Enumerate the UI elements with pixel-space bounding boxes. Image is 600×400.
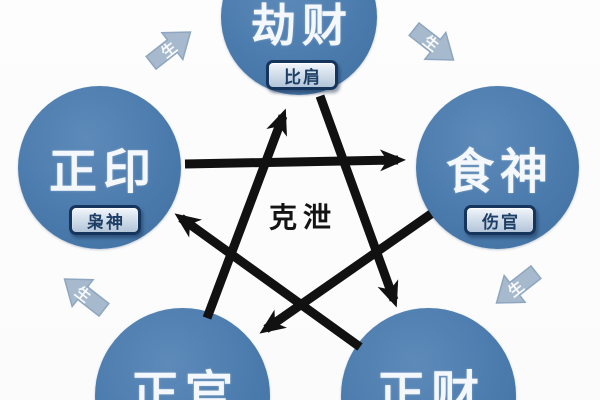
node-label-shishen: 食神: [445, 144, 554, 200]
badge-bijian: 比肩: [266, 60, 338, 90]
overcome-arrow-jiecai-to-zhengcai: [315, 94, 399, 308]
generate-arrow-shishen-to-zhengcai: 生: [495, 264, 542, 304]
overcome-arrow-zhengyin-to-shishen: [184, 149, 406, 172]
generate-arrow-zhengguan-to-zhengyin: 生: [63, 278, 110, 318]
block-arrow-ne-icon: [145, 31, 192, 71]
block-arrow-sw-icon: [495, 264, 542, 304]
badge-xiaoshen: 枭神: [69, 205, 141, 235]
overcome-arrow-zhengguan-to-jiecai: [202, 108, 288, 320]
badge-xiaoshen-label: 枭神: [87, 212, 125, 233]
node-label-zhengcai: 正财: [376, 366, 485, 400]
badge-shangguan: 伤官: [464, 205, 536, 235]
node-label-zhengyin: 正印: [48, 144, 157, 200]
overcome-arrow-shishen-to-zhengguan: [259, 210, 434, 334]
node-label-zhengguan: 正官: [130, 366, 239, 400]
node-label-jiecai: 劫财: [250, 0, 353, 52]
badge-shangguan-label: 伤官: [482, 212, 520, 233]
block-arrow-nw-icon: [63, 278, 110, 318]
center-label-ke-xie: 克泄: [268, 201, 337, 234]
generate-arrow-yin-to-jiecai: 生: [145, 31, 192, 71]
block-arrow-se-icon: [408, 21, 455, 61]
generate-arrow-jiecai-to-shishen: 生: [408, 21, 455, 61]
badge-bijian-label: 比肩: [284, 67, 322, 88]
overcome-arrow-zhengcai-to-zhengyin: [174, 213, 363, 351]
